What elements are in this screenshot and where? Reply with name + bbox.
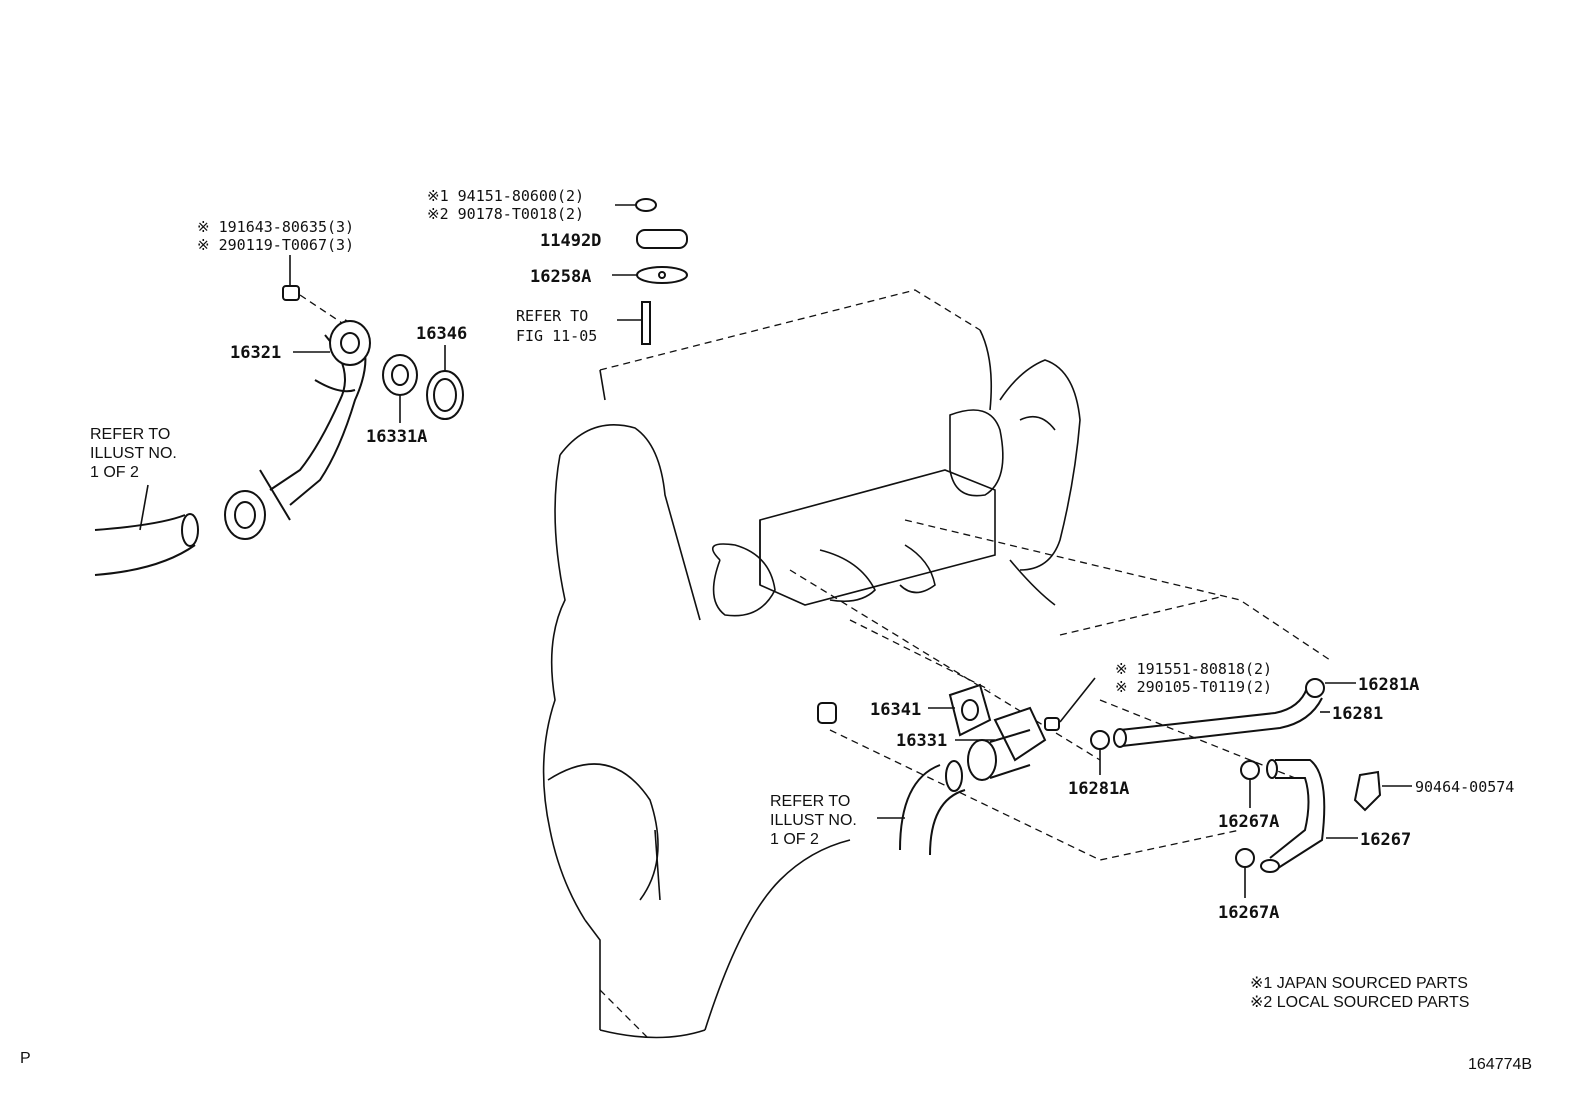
label-refer-illust-top-line1: REFER TO bbox=[90, 426, 170, 443]
label-16267a-bottom: 16267A bbox=[1218, 903, 1279, 923]
thermostat-16331a bbox=[382, 354, 418, 396]
label-refer-fig-line1: REFER TO bbox=[516, 307, 588, 325]
engine-block-illustration bbox=[542, 289, 1331, 1041]
label-bolt2-local: ※ 290105-T0119(2) bbox=[1115, 678, 1272, 696]
hose-top-left bbox=[94, 513, 199, 576]
hose-16281 bbox=[1113, 687, 1323, 748]
bolt-part-191551 bbox=[1044, 717, 1060, 731]
legend-japan-sourced: ※1 JAPAN SOURCED PARTS bbox=[1250, 975, 1468, 992]
label-nut-japan: ※1 94151-80600(2) bbox=[427, 187, 584, 205]
label-refer-fig-line2: FIG 11-05 bbox=[516, 327, 597, 345]
label-refer-illust-top-line3: 1 OF 2 bbox=[90, 464, 139, 481]
label-refer-illust-top-line2: ILLUST NO. bbox=[90, 445, 177, 462]
label-16258a: 16258A bbox=[530, 267, 591, 287]
gasket-16341 bbox=[948, 683, 992, 737]
label-nut-local: ※2 90178-T0018(2) bbox=[427, 205, 584, 223]
clamp-16281a-upper bbox=[1305, 678, 1325, 698]
legend-local-sourced: ※2 LOCAL SOURCED PARTS bbox=[1250, 994, 1469, 1011]
label-bolt-local: ※ 290119-T0067(3) bbox=[197, 236, 354, 254]
label-16341: 16341 bbox=[870, 700, 921, 720]
small-sleeve bbox=[817, 702, 837, 724]
hose-16267 bbox=[1260, 759, 1326, 873]
label-16281a-top: 16281A bbox=[1358, 675, 1419, 695]
label-11492d: 11492D bbox=[540, 231, 601, 251]
label-16331a: 16331A bbox=[366, 427, 427, 447]
bolt-part-191643 bbox=[282, 285, 346, 326]
label-refer-illust-bottom-line3: 1 OF 2 bbox=[770, 831, 819, 848]
label-16321: 16321 bbox=[230, 343, 281, 363]
label-16267: 16267 bbox=[1360, 830, 1411, 850]
corner-letter: P bbox=[20, 1050, 31, 1067]
clamp-16281a-lower bbox=[1090, 730, 1110, 750]
label-16281a-bottom: 16281A bbox=[1068, 779, 1129, 799]
clamp-16267a-upper bbox=[1240, 760, 1260, 780]
gasket-ring-16346 bbox=[426, 370, 464, 420]
label-16346: 16346 bbox=[416, 324, 467, 344]
figure-id: 164774B bbox=[1468, 1056, 1532, 1073]
label-refer-illust-bottom-line1: REFER TO bbox=[770, 793, 850, 810]
label-bolt-japan: ※ 191643-80635(3) bbox=[197, 218, 354, 236]
stud-bolt bbox=[641, 301, 651, 345]
label-16281: 16281 bbox=[1332, 704, 1383, 724]
water-inlet-housing-16331 bbox=[967, 706, 1047, 781]
label-16331: 16331 bbox=[896, 731, 947, 751]
gasket-11492d bbox=[636, 229, 688, 249]
water-outlet-pipe-16321 bbox=[224, 319, 371, 540]
label-90464: 90464-00574 bbox=[1415, 778, 1514, 796]
clip-90464 bbox=[1353, 770, 1382, 812]
label-refer-illust-bottom-line2: ILLUST NO. bbox=[770, 812, 857, 829]
label-16267a-top: 16267A bbox=[1218, 812, 1279, 832]
leader-lines bbox=[139, 204, 1412, 898]
nut-part-94151 bbox=[635, 198, 657, 212]
gasket-16258a bbox=[636, 266, 688, 284]
clamp-16267a-lower bbox=[1235, 848, 1255, 868]
hose-bottom-center bbox=[899, 760, 966, 856]
label-bolt2-japan: ※ 191551-80818(2) bbox=[1115, 660, 1272, 678]
